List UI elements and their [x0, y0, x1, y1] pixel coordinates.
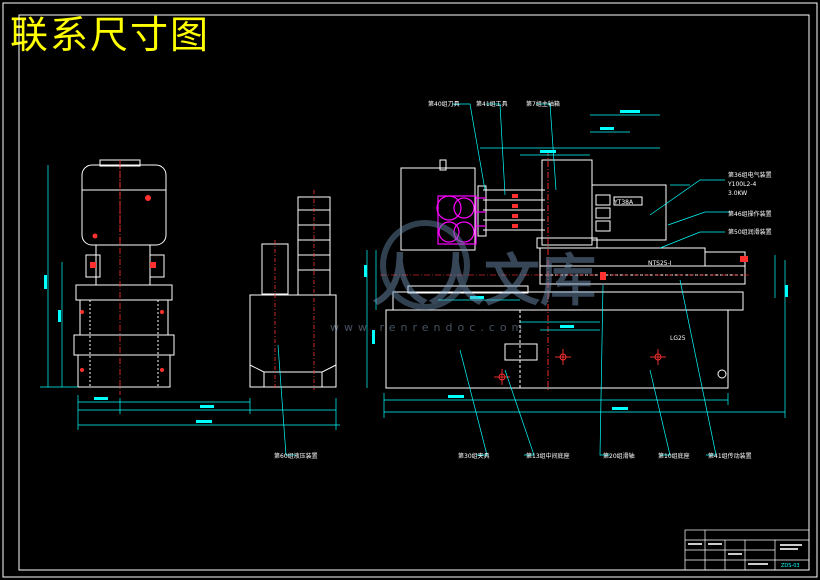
watermark-url: www.renrendoc.com [330, 321, 527, 334]
leader-lines [277, 103, 730, 456]
side-view-markers [80, 195, 164, 372]
base-foot-mark [717, 369, 727, 379]
hydraulic-station [249, 196, 337, 388]
watermark: 人人文库 www.renrendoc.com [330, 220, 596, 334]
callout-tool: 第41组工具 [476, 100, 508, 108]
callout-base: 第10组底座 [658, 452, 690, 460]
side-view [73, 159, 175, 388]
callout-motor-model: Y100L2-4 [727, 181, 756, 188]
inner-frame [18, 14, 810, 571]
model-head: YT38A [613, 199, 634, 206]
model-base: LG25 [670, 335, 686, 342]
drawing-title: 联系尺寸图 [10, 13, 211, 57]
callout-cutter: 第40组刀具 [428, 100, 460, 108]
callout-lubrication: 第50组润滑装置 [728, 228, 772, 236]
title-block-fills [688, 543, 802, 565]
callout-motor-power: 3.0KW [728, 190, 747, 197]
fixture-tools [477, 185, 545, 237]
callout-transmission: 第41组传动装置 [708, 452, 752, 460]
title-block [684, 529, 810, 571]
callout-middle-base: 第13组中间底座 [526, 452, 570, 460]
callout-slide: 第20组滑轴 [603, 452, 635, 460]
callout-hydraulic: 第60组液压装置 [274, 452, 318, 460]
watermark-text: 人人文库 [372, 249, 596, 314]
callout-operation: 第46组操作装置 [728, 210, 772, 218]
callouts: 第40组刀具 第41组工具 第7组主轴箱 第36组电气装置 Y100L2-4 3… [274, 100, 772, 460]
callout-spindle-box: 第7组主轴箱 [526, 100, 560, 108]
hydraulic-station-centers [274, 190, 315, 390]
drawing-number: ZDS-03 [781, 563, 800, 569]
tool-tips [512, 194, 748, 280]
callout-electric: 第36组电气装置 [728, 171, 772, 179]
cutter-head [436, 195, 486, 245]
dimension-texts [44, 110, 788, 423]
dimension-lines [40, 114, 786, 430]
model-slide: NTS25-I [648, 260, 672, 267]
callout-fixture: 第30组夹具 [458, 452, 490, 460]
